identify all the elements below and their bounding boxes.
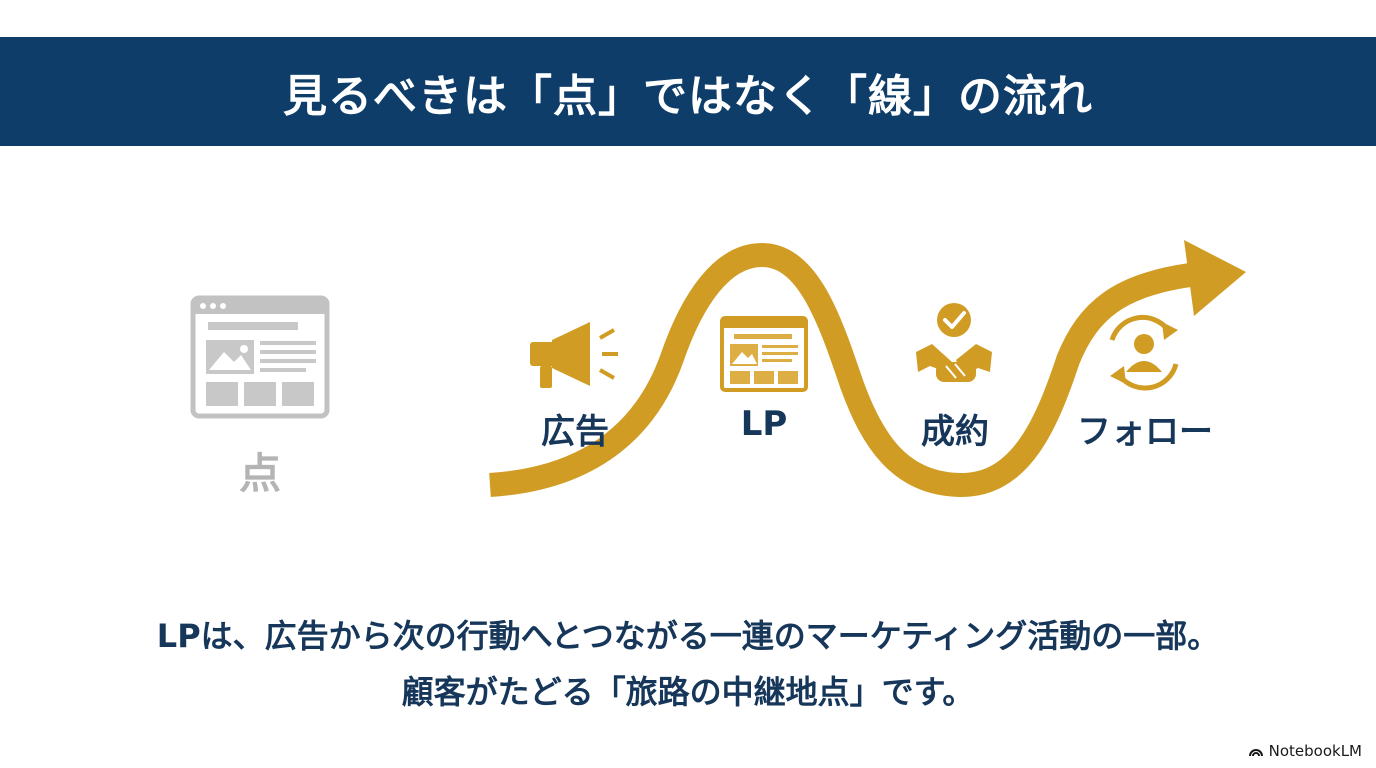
brand-watermark: NotebookLM xyxy=(1248,742,1362,760)
notebooklm-logo-icon xyxy=(1248,749,1263,757)
page-title: 見るべきは「点」ではなく「線」の流れ xyxy=(283,70,1093,122)
flow-wave xyxy=(489,242,1192,498)
title-banner: 見るべきは「点」ではなく「線」の流れ xyxy=(0,37,1376,146)
brand-label: NotebookLM xyxy=(1268,742,1362,760)
webpage-icon xyxy=(190,295,330,419)
user-cycle-icon xyxy=(1109,314,1179,391)
caption-line-2: 顧客がたどる「旅路の中継地点」です。 xyxy=(401,673,975,711)
landing-page-icon xyxy=(720,316,808,392)
flow-arrow-head xyxy=(1184,240,1246,316)
caption-line-1: LPは、広告から次の行動へとつながる一連のマーケティング活動の一部。 xyxy=(156,617,1220,655)
step-label-lp: LP xyxy=(740,404,788,444)
step-label-conversion: 成約 xyxy=(921,412,989,452)
handshake-check-icon xyxy=(916,303,992,382)
point-label: 点 xyxy=(238,449,281,498)
caption: LPは、広告から次の行動へとつながる一連のマーケティング活動の一部。 顧客がたど… xyxy=(0,608,1376,720)
step-label-ad: 広告 xyxy=(541,412,609,452)
step-label-follow: フォロー xyxy=(1077,412,1213,452)
megaphone-icon xyxy=(530,322,618,388)
